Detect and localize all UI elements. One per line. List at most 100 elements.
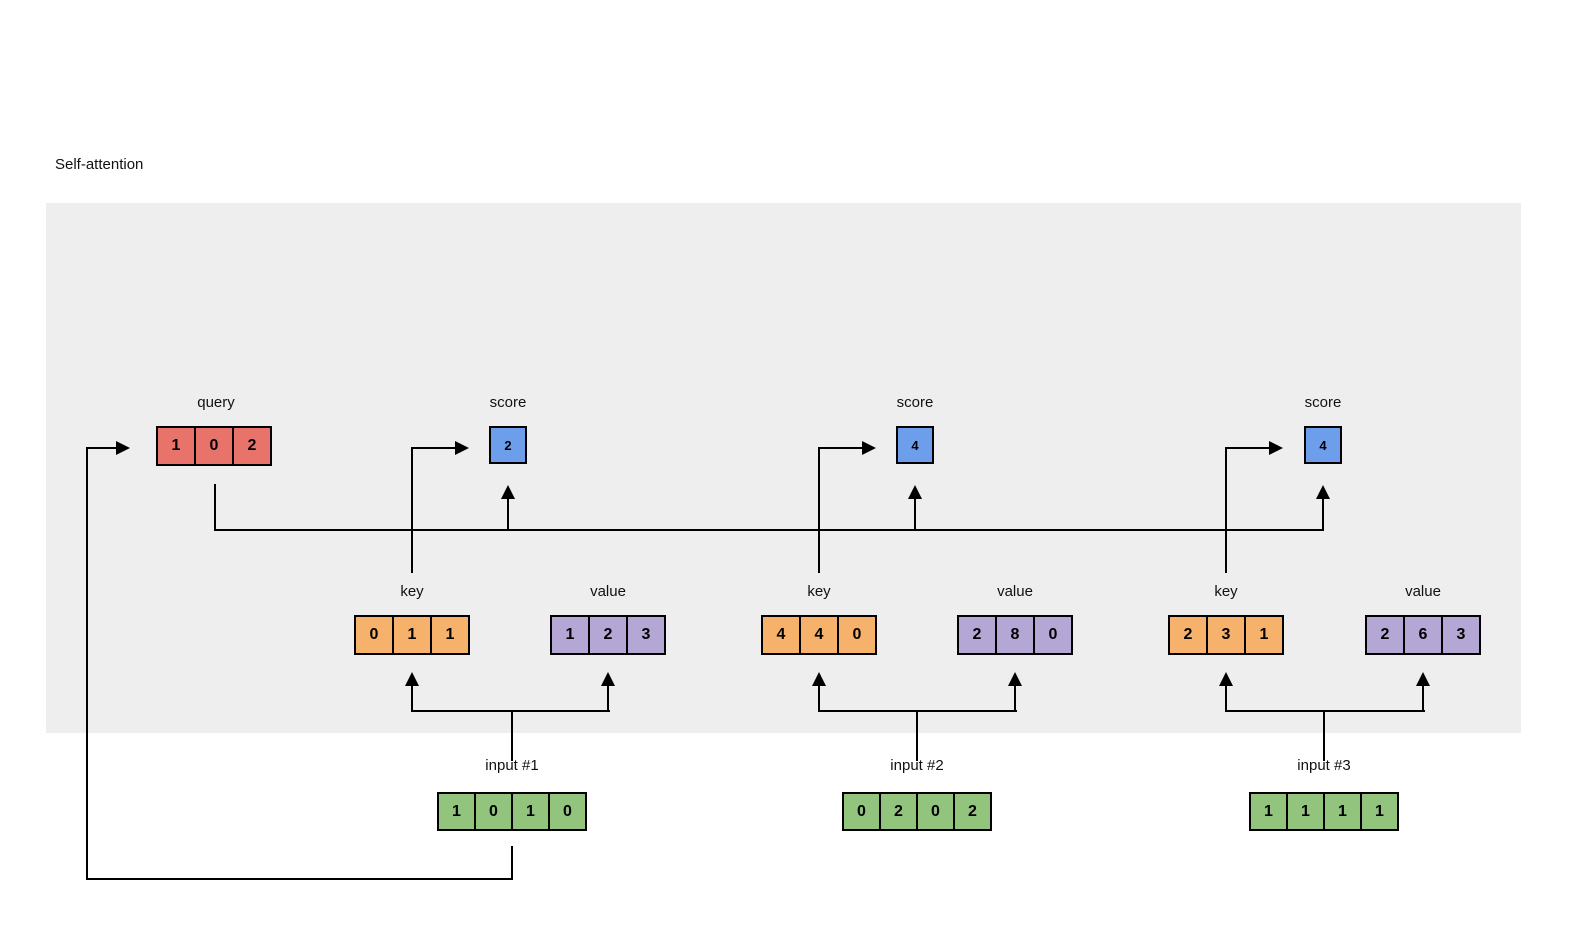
input-cell: 2: [879, 792, 918, 831]
key-cell: 4: [799, 615, 839, 655]
score2-box: 4: [896, 426, 934, 464]
value-cell: 6: [1403, 615, 1443, 655]
input1-value-stem: [607, 686, 609, 712]
query-label: query: [197, 394, 235, 411]
feedback-line-into-query: [86, 447, 116, 449]
input2-stem: [916, 711, 918, 761]
input3-key-stem: [1225, 686, 1227, 712]
value-cell: 2: [957, 615, 997, 655]
input1-stem: [511, 711, 513, 761]
value-cell: 0: [1033, 615, 1073, 655]
value-cell: 3: [1441, 615, 1481, 655]
input3-bracket: [1225, 710, 1425, 712]
key1-vector: 0 1 1: [354, 615, 470, 655]
key1-score-vertical: [411, 447, 413, 573]
score2-label: score: [896, 394, 934, 411]
value3-label: value: [1405, 583, 1441, 600]
score2-stem: [914, 499, 916, 530]
key-cell: 1: [1244, 615, 1284, 655]
arrowhead-into-key2: [812, 672, 826, 686]
key1-label: key: [400, 583, 424, 600]
key-cell: 1: [430, 615, 470, 655]
input3-stem: [1323, 711, 1325, 761]
score1-box: 2: [489, 426, 527, 464]
key2-score-horizontal: [818, 447, 862, 449]
score1-label: score: [489, 394, 527, 411]
query-vector: 1 0 2: [156, 426, 272, 466]
input3-value-stem: [1422, 686, 1424, 712]
input-cell: 1: [1323, 792, 1362, 831]
input2-label: input #2: [890, 757, 944, 774]
input2-key-stem: [818, 686, 820, 712]
input-cell: 1: [1286, 792, 1325, 831]
key-cell: 0: [837, 615, 877, 655]
input1-vector: 1 0 1 0: [437, 792, 587, 831]
input-cell: 1: [1249, 792, 1288, 831]
input-cell: 1: [511, 792, 550, 831]
arrowhead-into-key3: [1219, 672, 1233, 686]
input2-value-stem: [1014, 686, 1016, 712]
key2-score-vertical: [818, 447, 820, 573]
input1-bracket: [411, 710, 610, 712]
arrowhead-into-value1: [601, 672, 615, 686]
score3-label: score: [1304, 394, 1342, 411]
value2-vector: 2 8 0: [957, 615, 1073, 655]
value1-label: value: [590, 583, 626, 600]
input-cell: 0: [842, 792, 881, 831]
value-cell: 2: [1365, 615, 1405, 655]
score3-box: 4: [1304, 426, 1342, 464]
arrowhead-into-value2: [1008, 672, 1022, 686]
input-cell: 0: [548, 792, 587, 831]
key3-vector: 2 3 1: [1168, 615, 1284, 655]
input3-label: input #3: [1297, 757, 1351, 774]
arrowhead-into-score3: [1316, 485, 1330, 499]
feedback-line-left: [86, 447, 88, 880]
input1-label: input #1: [485, 757, 539, 774]
key-cell: 1: [392, 615, 432, 655]
key3-score-horizontal: [1225, 447, 1269, 449]
value-cell: 1: [550, 615, 590, 655]
value-cell: 2: [588, 615, 628, 655]
arrowhead-into-score2: [908, 485, 922, 499]
key3-label: key: [1214, 583, 1238, 600]
arrowhead-into-query: [116, 441, 130, 455]
key3-score-vertical: [1225, 447, 1227, 573]
arrowhead-into-key1: [405, 672, 419, 686]
input-cell: 1: [437, 792, 476, 831]
query-cell: 0: [194, 426, 234, 466]
score3-stem: [1322, 499, 1324, 531]
input-cell: 2: [953, 792, 992, 831]
key-cell: 0: [354, 615, 394, 655]
value-cell: 3: [626, 615, 666, 655]
value1-vector: 1 2 3: [550, 615, 666, 655]
key2-vector: 4 4 0: [761, 615, 877, 655]
key2-label: key: [807, 583, 831, 600]
page-title: Self-attention: [55, 156, 144, 173]
input3-vector: 1 1 1 1: [1249, 792, 1399, 831]
arrowhead-into-value3: [1416, 672, 1430, 686]
arrowhead-key3-score: [1269, 441, 1283, 455]
arrowhead-key2-score: [862, 441, 876, 455]
key-cell: 2: [1168, 615, 1208, 655]
key-cell: 4: [761, 615, 801, 655]
arrowhead-key1-score: [455, 441, 469, 455]
feedback-line-bottom: [86, 878, 513, 880]
score1-stem: [507, 499, 509, 530]
query-cell: 1: [156, 426, 196, 466]
query-bus-line: [214, 529, 1324, 531]
query-line-down: [214, 484, 216, 531]
input1-key-stem: [411, 686, 413, 712]
value3-vector: 2 6 3: [1365, 615, 1481, 655]
input2-vector: 0 2 0 2: [842, 792, 992, 831]
key1-score-horizontal: [411, 447, 455, 449]
query-cell: 2: [232, 426, 272, 466]
key-cell: 3: [1206, 615, 1246, 655]
feedback-line-down: [511, 846, 513, 880]
input2-bracket: [818, 710, 1017, 712]
input-cell: 0: [916, 792, 955, 831]
input-cell: 0: [474, 792, 513, 831]
value2-label: value: [997, 583, 1033, 600]
arrowhead-into-score1: [501, 485, 515, 499]
input-cell: 1: [1360, 792, 1399, 831]
value-cell: 8: [995, 615, 1035, 655]
